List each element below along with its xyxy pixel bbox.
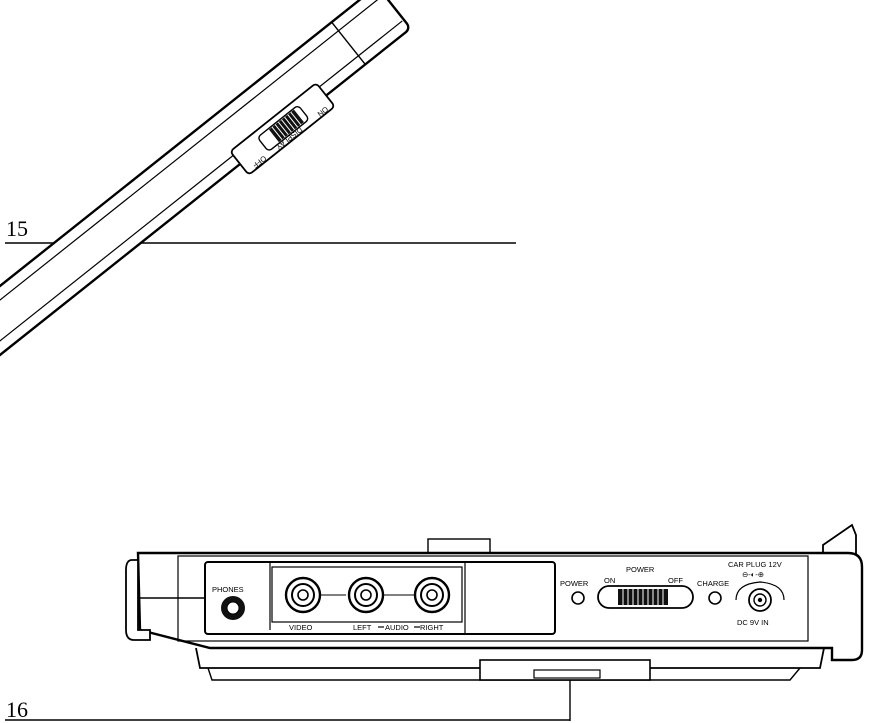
power-switch-label: POWER	[626, 565, 655, 574]
charge-led	[708, 591, 722, 605]
lid-top-cap	[331, 21, 366, 65]
video-label: VIDEO	[289, 623, 313, 632]
video-jack[interactable]	[284, 576, 322, 614]
dc-in-jack[interactable]	[748, 588, 772, 612]
display-switch-knob[interactable]	[268, 109, 304, 143]
callout-16: 16	[5, 677, 571, 722]
bottom-clip-tab	[533, 669, 601, 679]
dc-in-label: DC 9V IN	[737, 618, 769, 627]
phones-label: PHONES	[212, 585, 244, 594]
power-led	[571, 591, 585, 605]
right-label: RIGHT	[420, 623, 444, 632]
power-switch[interactable]	[597, 585, 694, 609]
left-bumper	[125, 559, 151, 641]
audio-left-jack[interactable]	[347, 576, 385, 614]
lid-inner-edge	[0, 0, 383, 430]
power-on-label: ON	[604, 576, 615, 585]
audio-right-jack[interactable]	[413, 576, 451, 614]
audio-label: AUDIO	[385, 623, 409, 632]
player-base: PHONES VIDEO LEFT AUDIO RIGHT	[125, 538, 864, 681]
callout-16-number: 16	[6, 697, 28, 722]
top-latch	[427, 538, 491, 554]
power-led-label: POWER	[560, 579, 589, 588]
dc-in-recess	[735, 581, 785, 601]
car-plug-label: CAR PLUG 12V	[728, 560, 782, 569]
car-plug-polarity: ⊖-◐-⊕	[742, 570, 764, 579]
charge-label: CHARGE	[697, 579, 729, 588]
callout-15-number: 15	[6, 216, 28, 241]
phones-jack[interactable]	[221, 596, 245, 620]
base-front-plate	[177, 555, 809, 642]
screen-lid: ON DISPLAY OFF	[0, 0, 410, 463]
power-off-label: OFF	[668, 576, 683, 585]
lid-outline	[0, 0, 410, 463]
left-label: LEFT	[353, 623, 372, 632]
av-jack-frame	[271, 566, 463, 623]
